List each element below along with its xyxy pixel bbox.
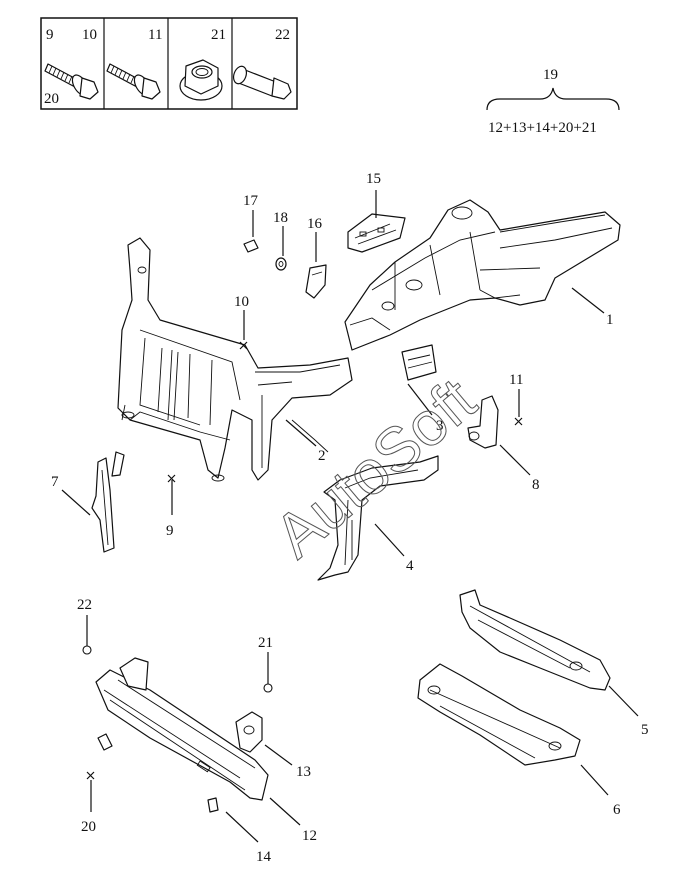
callout-5: 5	[641, 722, 649, 738]
callout-3: 3	[436, 418, 444, 434]
legend-label-20: 20	[44, 91, 59, 107]
part-12-bumper-beam	[95, 657, 269, 801]
part-13-bracket	[235, 711, 263, 753]
legend-label-21: 21	[211, 27, 226, 43]
callout-6: 6	[613, 802, 621, 818]
callout-10: 10	[234, 294, 249, 310]
part-20-clip	[97, 733, 113, 751]
kit-number: 19	[543, 67, 558, 83]
legend-label-10: 10	[82, 27, 97, 43]
part-17-pin	[243, 239, 259, 253]
legend-label-9: 9	[46, 27, 54, 43]
part-5-cross-member	[459, 589, 611, 691]
callout-11: 11	[509, 372, 523, 388]
kit-contents: 12+13+14+20+21	[488, 120, 597, 136]
callout-16: 16	[307, 216, 323, 232]
part-6-lower-cross-member	[417, 663, 581, 766]
part-7-stay	[91, 451, 125, 553]
legend-label-11: 11	[148, 27, 162, 43]
callout-7: 7	[51, 474, 59, 490]
callout-17: 17	[243, 193, 259, 209]
fastener-markers	[82, 341, 523, 780]
callout-12: 12	[302, 828, 317, 844]
callout-8: 8	[532, 477, 540, 493]
part-14-clip	[207, 797, 219, 813]
leader-lines	[61, 190, 639, 843]
callout-15: 15	[366, 171, 381, 187]
callout-18: 18	[273, 210, 288, 226]
part-1-front-side-member	[344, 199, 621, 351]
hex-flange-nut-icon	[179, 59, 223, 101]
part-4-side-pillar	[317, 455, 439, 581]
part-8-brace	[467, 395, 499, 449]
part-3-bracket	[401, 344, 437, 381]
flange-bolt-icon	[44, 63, 99, 100]
callout-2: 2	[318, 448, 326, 464]
callout-9: 9	[166, 523, 174, 539]
callouts: 1 2 3 4 5 6 7 8 9 10 11 12 13 14 15 16 1…	[51, 171, 649, 865]
kit-19-brace: 19 12+13+14+20+21	[486, 67, 620, 136]
radiator-support-frame	[117, 237, 353, 482]
callout-22: 22	[77, 597, 92, 613]
part-2-upper-tie	[291, 419, 329, 453]
part-16-clip	[305, 264, 327, 299]
callout-4: 4	[406, 558, 414, 574]
legend-label-22: 22	[275, 27, 290, 43]
part-15-bracket	[347, 213, 406, 253]
callout-21: 21	[258, 635, 273, 651]
callout-14: 14	[256, 849, 272, 865]
callout-1: 1	[606, 312, 614, 328]
part-18-grommet	[275, 257, 287, 271]
callout-20: 20	[81, 819, 96, 835]
fastener-legend: 9 10 20 11 21 22	[40, 17, 298, 110]
sleeve-nut-icon	[232, 65, 292, 100]
flange-bolt-icon	[106, 63, 161, 100]
callout-13: 13	[296, 764, 311, 780]
